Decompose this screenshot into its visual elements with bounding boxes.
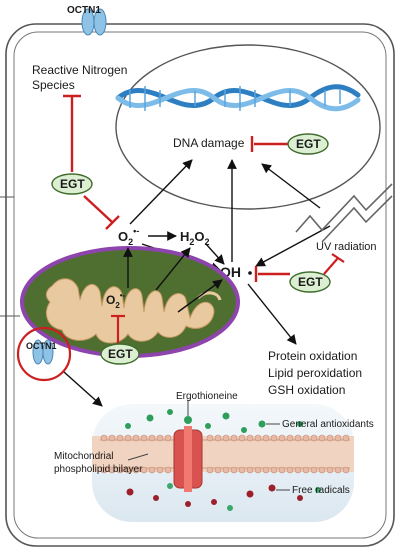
arrow-uv-to-dna bbox=[261, 163, 321, 209]
egt-superoxide-inhibit-line bbox=[83, 195, 113, 223]
mitochondrion-cristae bbox=[45, 278, 215, 344]
arrow-h2o2-to-oh bbox=[205, 243, 225, 265]
cell-outer-border bbox=[5, 23, 395, 547]
hydroxyl-radical-dot bbox=[248, 271, 252, 275]
uv-radiation-label: UV radiation bbox=[316, 241, 377, 253]
svg-text:O2•-: O2•- bbox=[118, 226, 139, 247]
mitochondrion bbox=[20, 246, 240, 358]
mito-bilayer-label-line2: phospholipid bilayer bbox=[54, 464, 143, 475]
superoxide-label: O2•- bbox=[118, 226, 139, 247]
octn1-top-label: OCTN1 bbox=[67, 5, 101, 16]
arrow-superoxide-to-dna bbox=[129, 159, 193, 225]
dna-damage-label: DNA damage bbox=[173, 136, 245, 150]
mito-bilayer-pointer bbox=[127, 453, 149, 461]
arrow-uv-to-oh bbox=[255, 225, 331, 267]
egt-label-rns: EGT bbox=[60, 177, 85, 191]
egt-node-oh bbox=[289, 271, 331, 293]
octn1-mito-label: OCTN1 bbox=[26, 341, 57, 351]
rns-label-line1: Reactive Nitrogen bbox=[32, 63, 127, 77]
svg-text:H2O2: H2O2 bbox=[180, 229, 210, 247]
free-radicals-label: Free radicals bbox=[292, 485, 350, 496]
general-antioxidants-label: General antioxidants bbox=[282, 419, 374, 430]
egt-uv-inhibit-bar bbox=[331, 253, 345, 263]
egt-label-oh: EGT bbox=[298, 275, 323, 289]
arrow-oh-to-outcomes bbox=[247, 283, 297, 345]
arrow-octn1-to-membrane bbox=[63, 371, 103, 407]
h2o2-label: H2O2 bbox=[180, 229, 210, 247]
membrane-inset bbox=[92, 404, 354, 522]
octn1-mito-highlight bbox=[16, 326, 72, 382]
dna-helix-icon bbox=[115, 84, 361, 112]
outcome-protein-oxidation: Protein oxidation bbox=[268, 349, 357, 363]
mito-superoxide-label: O2•- bbox=[106, 291, 126, 310]
egt-label-mito: EGT bbox=[108, 347, 133, 361]
rns-label-line2: Species bbox=[32, 78, 75, 92]
outcome-gsh-oxidation: GSH oxidation bbox=[268, 383, 345, 397]
egt-label-dna: EGT bbox=[296, 137, 321, 151]
nucleus bbox=[115, 44, 381, 210]
outcome-lipid-peroxidation: Lipid peroxidation bbox=[268, 366, 362, 380]
uv-radiation-icon bbox=[295, 183, 393, 243]
ergothioneine-label: Ergothioneine bbox=[176, 391, 238, 402]
octn1-top-transporter bbox=[81, 8, 107, 36]
egt-node-dna bbox=[287, 133, 329, 155]
arrow-mito-to-oh bbox=[177, 279, 223, 313]
egt-uv-inhibit-line bbox=[323, 257, 339, 275]
octn1-mito-transporter bbox=[32, 339, 54, 365]
egt-superoxide-inhibit-bar bbox=[105, 215, 120, 230]
cell-inner-border bbox=[13, 31, 387, 539]
svg-text:O2•-: O2•- bbox=[106, 291, 126, 310]
mito-bilayer-label-line1: Mitochondrial bbox=[54, 451, 113, 462]
egt-node-rns bbox=[51, 173, 93, 195]
egt-node-mito bbox=[100, 343, 140, 365]
arrow-mito-to-h2o2 bbox=[155, 247, 191, 291]
